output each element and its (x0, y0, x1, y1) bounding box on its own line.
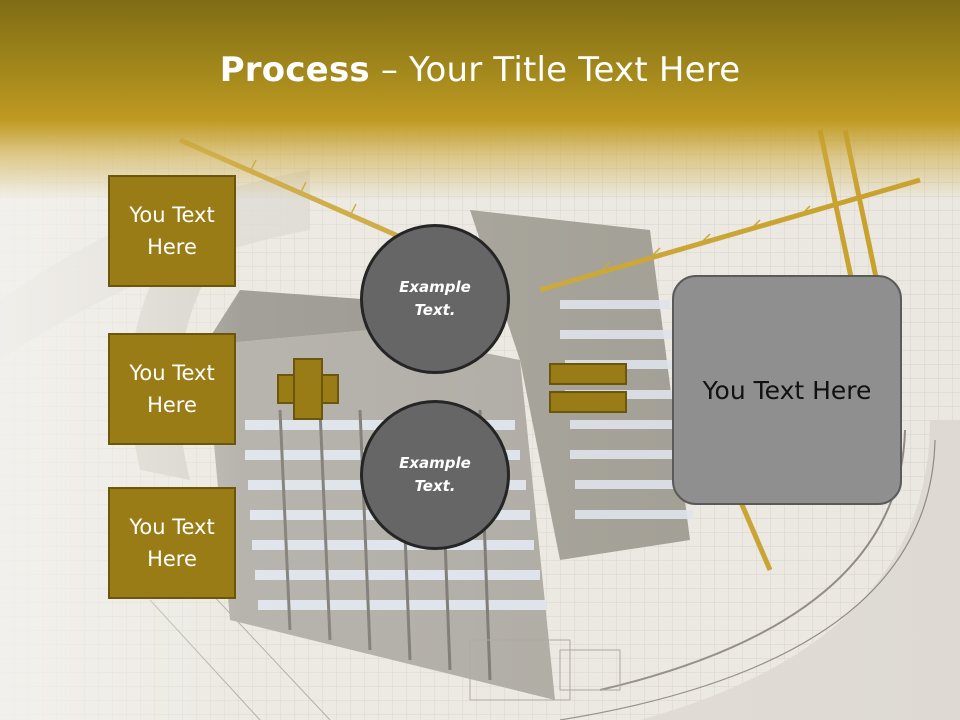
text-box-3-line1: You Text (129, 511, 214, 543)
example-circle-1-label: Example Text. (399, 276, 471, 322)
equals-icon-bottom-bar (549, 391, 627, 413)
example-circle-1[interactable]: Example Text. (360, 224, 510, 374)
title-bold: Process (220, 50, 370, 90)
title-band (0, 0, 960, 200)
example-circle-2[interactable]: Example Text. (360, 400, 510, 550)
title-rest: – Your Title Text Here (370, 50, 740, 90)
text-box-1-line2: Here (129, 231, 214, 263)
text-box-2-line1: You Text (129, 357, 214, 389)
slide-title: Process – Your Title Text Here (0, 50, 960, 90)
plus-icon-center (295, 376, 321, 402)
example-circle-2-line2: Text. (399, 475, 471, 498)
example-circle-2-line1: Example (399, 452, 471, 475)
text-box-3-label: You Text Here (129, 511, 214, 575)
example-circle-1-line2: Text. (399, 299, 471, 322)
text-box-1-line1: You Text (129, 199, 214, 231)
text-box-2[interactable]: You Text Here (108, 333, 236, 445)
text-box-1-label: You Text Here (129, 199, 214, 263)
result-box[interactable]: You Text Here (672, 275, 902, 505)
equals-icon-top-bar (549, 363, 627, 385)
example-circle-1-line1: Example (399, 276, 471, 299)
text-box-1[interactable]: You Text Here (108, 175, 236, 287)
text-box-2-label: You Text Here (129, 357, 214, 421)
text-box-3[interactable]: You Text Here (108, 487, 236, 599)
example-circle-2-label: Example Text. (399, 452, 471, 498)
result-box-label: You Text Here (703, 376, 872, 405)
text-box-2-line2: Here (129, 389, 214, 421)
text-box-3-line2: Here (129, 543, 214, 575)
